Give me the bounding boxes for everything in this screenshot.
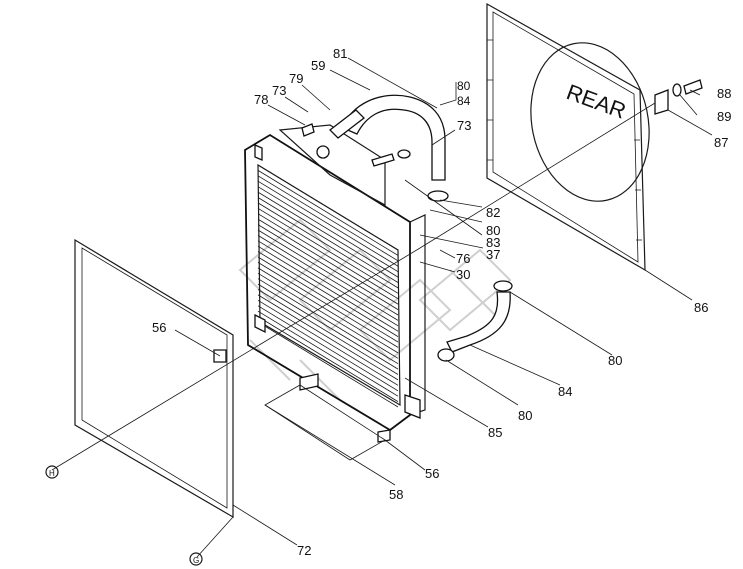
radiator-core (244, 124, 426, 432)
callout-58: 58 (389, 487, 403, 502)
callout-81: 81 (333, 46, 347, 61)
radiator-fins (257, 164, 399, 408)
fin-line (257, 224, 399, 310)
fin-line (257, 180, 399, 267)
marker-h: H (45, 465, 59, 479)
callout-84-top: 84 (457, 94, 471, 108)
callout-80-lower-right: 80 (608, 353, 622, 368)
callout-37: 37 (486, 247, 500, 262)
fin-line (257, 170, 399, 256)
marker-g-label: G (193, 556, 199, 565)
marker-h-label: H (49, 469, 55, 478)
callout-83: 83 (486, 235, 500, 250)
callout-89: 89 (717, 109, 731, 124)
front-screen-frame (74, 238, 234, 519)
fin-line (257, 256, 399, 343)
callout-73-left: 73 (272, 83, 286, 98)
fin-line (257, 305, 399, 392)
fin-line (257, 207, 399, 294)
fin-line (257, 299, 399, 386)
lower-hose (437, 280, 513, 362)
callout-78: 78 (254, 92, 268, 107)
marker-g: G (189, 552, 203, 566)
fin-line (257, 213, 399, 300)
callout-59: 59 (311, 58, 325, 73)
callout-72: 72 (297, 543, 311, 558)
callout-30: 30 (456, 267, 470, 282)
fin-line (257, 218, 399, 305)
upper-hose (301, 94, 449, 202)
callout-79: 79 (289, 71, 303, 86)
fin-line (257, 251, 399, 337)
fin-line (257, 229, 399, 316)
fin-line (257, 202, 399, 289)
fin-line (257, 240, 399, 327)
fin-line (257, 294, 399, 381)
shroud-bracket-hardware (654, 79, 703, 115)
fin-line (257, 283, 399, 370)
fin-line (257, 272, 399, 359)
fin-line (257, 197, 399, 283)
fin-line (257, 175, 399, 262)
leader-lines (174, 57, 713, 546)
fin-line (257, 310, 399, 397)
callout-56-right: 56 (425, 466, 439, 481)
callout-86: 86 (694, 300, 708, 315)
callout-85: 85 (488, 425, 502, 440)
callout-labels: 81 59 79 73 78 80 84 73 88 89 87 82 80 8… (152, 46, 731, 558)
fin-line (257, 262, 399, 348)
fin-line (257, 186, 399, 273)
callout-88: 88 (717, 86, 731, 101)
callout-80-bottom: 80 (518, 408, 532, 423)
fin-line (257, 164, 399, 251)
fan-shroud: REAR (486, 2, 650, 272)
fin-line (257, 316, 399, 402)
callout-84-lower: 84 (558, 384, 572, 399)
fin-line (257, 235, 399, 321)
callout-87: 87 (714, 135, 728, 150)
callout-73-right: 73 (457, 118, 471, 133)
callout-80-top: 80 (457, 79, 471, 93)
callout-56-left: 56 (152, 320, 166, 335)
callout-80-mid: 80 (486, 223, 500, 238)
callout-82: 82 (486, 205, 500, 220)
fin-line (257, 289, 399, 375)
fin-line (257, 245, 399, 332)
callout-76: 76 (456, 251, 470, 266)
reference-lines (51, 102, 656, 558)
fin-line (257, 267, 399, 354)
fin-line (257, 191, 399, 278)
fin-line (257, 278, 399, 365)
fin-line (257, 321, 399, 408)
